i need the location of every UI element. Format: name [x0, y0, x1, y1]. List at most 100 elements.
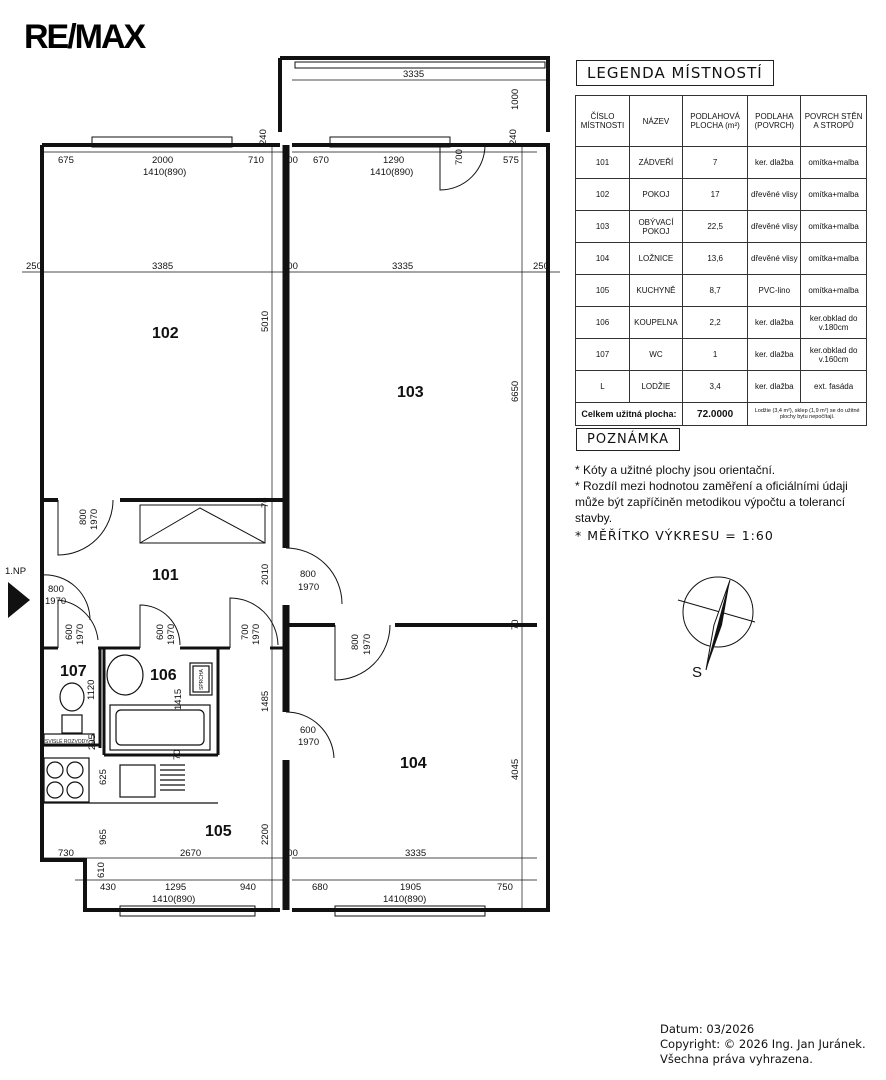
table-cell: omítka+malba [800, 178, 867, 211]
footer: Datum: 03/2026 Copyright: © 2026 Ing. Ja… [660, 1022, 866, 1067]
dim: 3335 [392, 261, 413, 272]
dim: 965 [98, 829, 109, 845]
table-cell: ker. dlažba [747, 370, 802, 403]
drawing-scale: * MĚŘÍTKO VÝKRESU = 1:60 [575, 528, 774, 543]
notes: * Kóty a užitné plochy jsou orientační. … [575, 462, 875, 526]
dim: 800 [300, 569, 316, 580]
table-cell: LODŽIE [629, 370, 683, 403]
compass-label: S [692, 664, 702, 681]
dim: 2000 [152, 155, 173, 166]
table-cell: ext. fasáda [800, 370, 867, 403]
dim: 1000 [510, 89, 521, 110]
dim: 200 [282, 155, 298, 166]
table-cell: ker.obklad do v.180cm [800, 306, 867, 339]
entrance-arrow-icon [8, 582, 30, 618]
table-cell: 22,5 [681, 210, 749, 243]
dim: 70 [510, 619, 521, 630]
header-cell: PODLAHA (POVRCH) [747, 95, 802, 147]
table-cell: ker.obklad do v.160cm [800, 338, 867, 371]
table-cell: POKOJ [629, 178, 683, 211]
doors [41, 144, 486, 759]
dim: 675 [58, 155, 74, 166]
dim: 1970 [362, 634, 373, 655]
riser-label: SVISLÉ ROZVODY [45, 738, 89, 745]
dim: 430 [100, 882, 116, 893]
dim: 1970 [89, 509, 100, 530]
table-cell: 8,7 [681, 274, 749, 307]
dim: 1905 [400, 882, 421, 893]
table-cell: ZÁDVEŘÍ [629, 146, 683, 179]
room-label-107: 107 [60, 663, 87, 680]
dim: 940 [240, 882, 256, 893]
dim: 6650 [510, 381, 521, 402]
dim: 710 [248, 155, 264, 166]
note-item: * Rozdíl mezi hodnotou zaměření a oficiá… [575, 479, 848, 525]
table-cell: omítka+malba [800, 242, 867, 275]
table-cell: LOŽNICE [629, 242, 683, 275]
table-cell: 105 [575, 274, 630, 307]
legend-title: LEGENDA MÍSTNOSTÍ [576, 60, 774, 86]
table-cell: 13,6 [681, 242, 749, 275]
dim: 200 [282, 261, 298, 272]
dim: 800 [78, 509, 89, 525]
dim: 240 [508, 129, 519, 145]
dim: 70 [260, 497, 271, 508]
table-cell: 17 [681, 178, 749, 211]
room-legend-table: ČÍSLO MÍSTNOSTI NÁZEV PODLAHOVÁ PLOCHA (… [575, 95, 867, 426]
dim: 600 [300, 725, 316, 736]
dim: 1410(890) [143, 167, 186, 178]
dim: 670 [313, 155, 329, 166]
dim: 800 [350, 634, 361, 650]
dim: 730 [58, 848, 74, 859]
table-cell: omítka+malba [800, 210, 867, 243]
dim: 1415 [173, 689, 184, 710]
table-cell: L [575, 370, 630, 403]
table-cell: PVC-lino [747, 274, 802, 307]
dim: 625 [98, 769, 109, 785]
header-cell: POVRCH STĚN A STROPŮ [800, 95, 867, 147]
dim: 750 [497, 882, 513, 893]
compass: S [677, 576, 756, 681]
dim: 250 [533, 261, 549, 272]
total-row: Celkem užitná plocha: 72.0000 Lodžie (3,… [575, 402, 867, 426]
table-cell: dřevěné vlisy [747, 178, 802, 211]
table-cell: ker. dlažba [747, 146, 802, 179]
dim: 1410(890) [383, 894, 426, 905]
dim: 1410(890) [370, 167, 413, 178]
footer-copyright: Copyright: © 2026 Ing. Jan Juránek. [660, 1037, 866, 1051]
windows [91, 61, 546, 917]
table-cell: omítka+malba [800, 274, 867, 307]
table-cell: OBÝVACÍ POKOJ [629, 210, 683, 243]
dim: 1410(890) [152, 894, 195, 905]
table-cell: 3,4 [681, 370, 749, 403]
header-cell: ČÍSLO MÍSTNOSTI [575, 95, 630, 147]
dimension-lines [22, 79, 560, 910]
room-label-101: 101 [152, 567, 179, 584]
dim: 680 [312, 882, 328, 893]
header-cell: PODLAHOVÁ PLOCHA (m²) [681, 95, 749, 147]
dim: 610 [96, 862, 107, 878]
dim: 1970 [45, 596, 66, 607]
entrance-label: 1.NP [5, 566, 26, 577]
dim: 2010 [260, 564, 271, 585]
dim: 1970 [251, 624, 262, 645]
total-value: 72.0000 [681, 402, 749, 426]
table-cell: 107 [575, 338, 630, 371]
total-label: Celkem užitná plocha: [575, 402, 683, 426]
room-label-105: 105 [205, 823, 232, 840]
table-cell: 102 [575, 178, 630, 211]
dim: 1120 [86, 680, 97, 700]
footer-rights: Všechna práva vyhrazena. [660, 1052, 813, 1066]
dim: 4045 [510, 759, 521, 780]
dim: 600 [155, 624, 166, 640]
dim: 295 [87, 734, 98, 750]
